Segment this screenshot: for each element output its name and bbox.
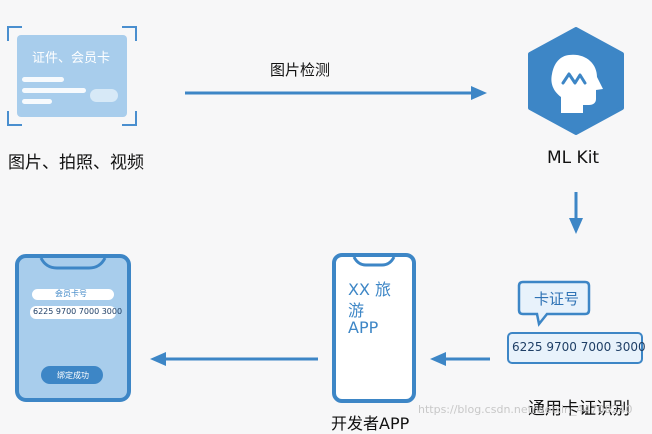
dev-app-name-line1: XX 旅 [348,280,392,299]
member-field [32,289,114,300]
source-label: 图片、拍照、视频 [8,153,144,173]
member-field-label: 会员卡号 [55,289,87,298]
card-number-value: 6225 9700 7000 3000 [512,340,646,354]
developer-phone [332,253,416,403]
general-card-label: 通用卡证识别 [528,399,630,419]
bind-success-button[interactable] [41,366,103,384]
left-arrow-right [430,352,490,366]
developer-app-label: 开发者APP [331,414,410,433]
watermark: https://blog.csdn.net/weixin_44708240 [418,403,633,416]
member-card-number: 6225 9700 7000 3000 [33,307,123,316]
detect-label: 图片检测 [270,61,331,79]
detect-arrow [185,86,487,100]
mlkit-label: ML Kit [547,148,600,168]
card-number-box [507,332,643,364]
card-number-title: 卡证号 [534,290,580,308]
dev-app-name-line3: APP [348,318,379,337]
id-card-image [7,26,137,126]
card-title: 证件、会员卡 [32,51,111,66]
card-number-bubble-shape [517,280,591,327]
bind-success-label: 绑定成功 [57,371,89,380]
left-arrow-left [150,352,318,366]
member-number-field [30,306,116,319]
down-arrow [569,192,583,234]
dev-app-name-line2: 游 [348,301,365,320]
mlkit-logo [528,27,624,135]
